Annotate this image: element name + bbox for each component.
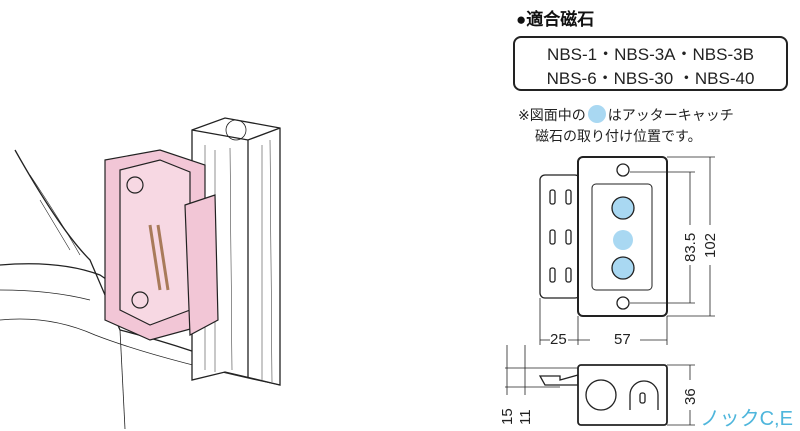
note-prefix: ※図面中の bbox=[518, 107, 586, 123]
dim-pitch: 83.5 bbox=[682, 232, 699, 262]
dim-offset-11: 11 bbox=[517, 409, 534, 425]
dim-height: 102 bbox=[702, 232, 719, 258]
bottom-view bbox=[538, 364, 668, 426]
blue-circle-legend-icon bbox=[587, 105, 606, 123]
magnet-position-bottom bbox=[611, 256, 635, 280]
compatible-magnets-title: ●適合磁石 bbox=[516, 10, 595, 29]
magnet-position-top bbox=[611, 196, 635, 220]
dim-depth: 36 bbox=[682, 388, 699, 405]
magnet-models-line-1: NBS-1・NBS-3A・NBS-3B bbox=[547, 45, 754, 64]
outlet-box-illustration bbox=[104, 149, 219, 341]
front-view bbox=[539, 156, 668, 317]
magnet-models-box: NBS-1・NBS-3A・NBS-3B NBS-6・NBS-30 ・NBS-40 bbox=[513, 36, 788, 91]
dim-offset-15: 15 bbox=[499, 408, 516, 425]
note-line-1: ※図面中の はアッターキャッチ bbox=[518, 105, 734, 125]
magnet-position-center bbox=[613, 230, 633, 250]
note-suffix: はアッターキャッチ bbox=[607, 107, 734, 123]
dimension-lines bbox=[505, 156, 715, 426]
magnet-models-line-2: NBS-6・NBS-30 ・NBS-40 bbox=[546, 69, 755, 88]
note-line-2: 磁石の取り付け位置です。 bbox=[535, 128, 702, 144]
knock-label: ノックC,E bbox=[700, 408, 793, 430]
dim-box-width: 57 bbox=[614, 331, 631, 348]
dim-bracket-width: 25 bbox=[550, 331, 567, 348]
